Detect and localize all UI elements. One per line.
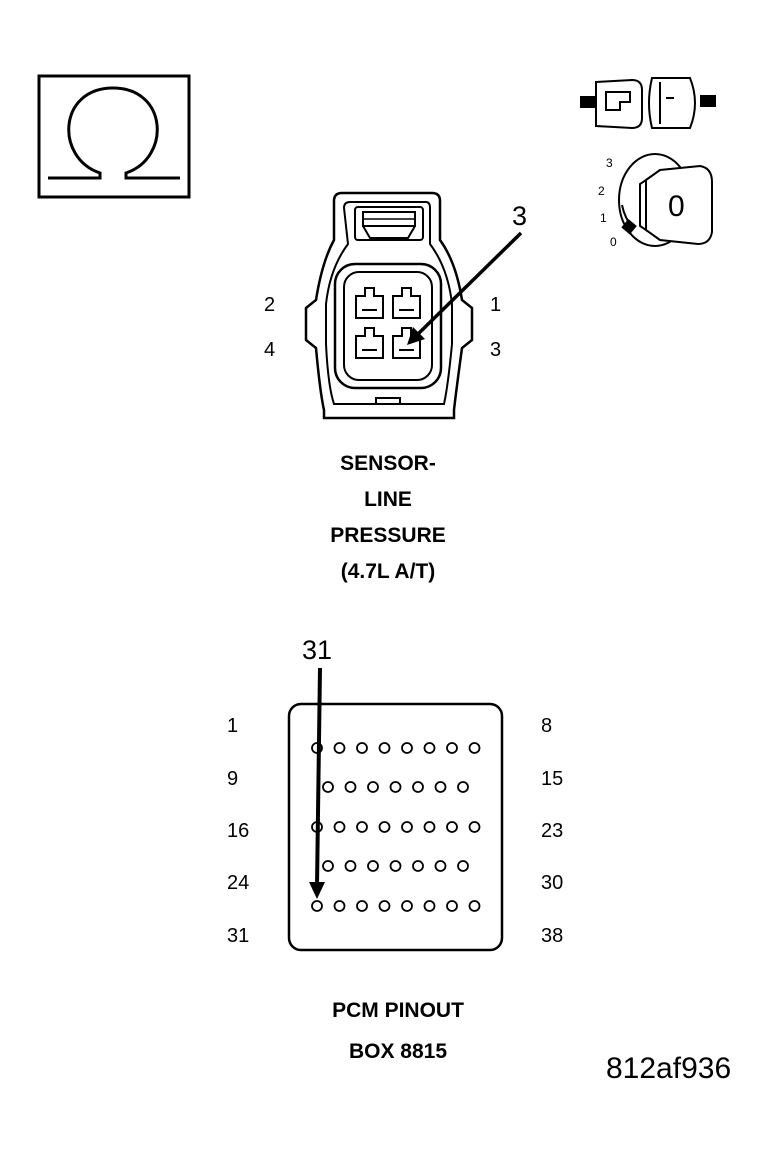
pcm-pin-19 [378, 821, 391, 833]
pcm-pin-38 [468, 900, 481, 912]
pcm-row-label-left-24: 24 [227, 872, 250, 894]
pcm-pin-8 [468, 742, 481, 754]
pcm-row-label-right-30: 30 [541, 872, 564, 894]
sensor-pin-label-3: 3 [490, 339, 502, 361]
pcm-caption-line-2: BOX 8815 [348, 1040, 448, 1063]
pcm-pin-32 [333, 900, 346, 912]
pcm-row-label-left-31: 31 [227, 925, 250, 947]
pcm-pin-20 [401, 821, 413, 833]
figure-code: 812af936 [606, 1052, 732, 1085]
pcm-pin-10 [344, 781, 357, 793]
pcm-pin-18 [356, 821, 368, 833]
ignition-key-label: 0 [668, 190, 685, 223]
sensor-caption-line-2: LINE [364, 488, 412, 511]
pcm-pin-25 [344, 860, 357, 872]
sensor-pin-label-2: 2 [264, 294, 276, 316]
pcm-row-label-right-15: 15 [541, 768, 564, 790]
pcm-row-label-right-8: 8 [541, 715, 553, 737]
pcm-pin-36 [423, 900, 436, 912]
pcm-pin-23 [468, 821, 481, 833]
pcm-pin-26 [367, 860, 379, 872]
pcm-pin-31 [311, 900, 323, 912]
pcm-pin-15 [457, 781, 469, 793]
pcm-pin-9 [322, 781, 334, 793]
ignition-position-2: 2 [598, 184, 605, 198]
pcm-pin-37 [446, 900, 458, 912]
pcm-pin-30 [457, 860, 469, 872]
sensor-callout-label: 3 [512, 201, 528, 231]
pcm-pin-3 [356, 742, 368, 754]
pcm-row-label-left-9: 9 [227, 768, 239, 790]
pcm-pin-14 [434, 781, 447, 793]
sensor-pin-label-4: 4 [264, 339, 276, 361]
pcm-row-label-right-38: 38 [541, 925, 564, 947]
pcm-caption-line-1: PCM PINOUT [332, 999, 464, 1022]
pcm-pin-21 [423, 821, 436, 833]
ignition-position-1: 1 [600, 211, 607, 225]
pcm-pin-13 [412, 781, 424, 793]
pcm-pin-33 [356, 900, 368, 912]
pcm-row-label-left-1: 1 [227, 715, 239, 737]
pcm-pin-6 [423, 742, 436, 754]
ignition-position-3: 3 [606, 156, 613, 170]
sensor-caption-line-1: SENSOR- [340, 452, 436, 475]
pcm-pin-17 [333, 821, 346, 833]
pcm-row-label-right-23: 23 [541, 820, 564, 842]
pcm-pin-2 [333, 742, 346, 754]
pcm-pin-29 [434, 860, 447, 872]
pcm-pin-22 [446, 821, 458, 833]
pcm-row-label-left-16: 16 [227, 820, 250, 842]
pcm-pin-28 [412, 860, 424, 872]
sensor-caption-line-3: PRESSURE [330, 524, 446, 547]
ignition-position-0: 0 [610, 235, 617, 249]
pcm-pin-11 [367, 781, 379, 793]
pcm-pin-12 [389, 781, 402, 793]
pcm-pin-7 [446, 742, 458, 754]
sensor-pin-label-1: 1 [490, 294, 502, 316]
pcm-callout-label: 31 [302, 635, 333, 665]
pcm-pin-4 [378, 742, 391, 754]
pcm-pin-24 [322, 860, 334, 872]
sensor-caption-line-4: (4.7L A/T) [340, 560, 436, 583]
pcm-pin-27 [389, 860, 402, 872]
pcm-pin-5 [401, 742, 413, 754]
pcm-pin-34 [378, 900, 391, 912]
pcm-pin-35 [401, 900, 413, 912]
